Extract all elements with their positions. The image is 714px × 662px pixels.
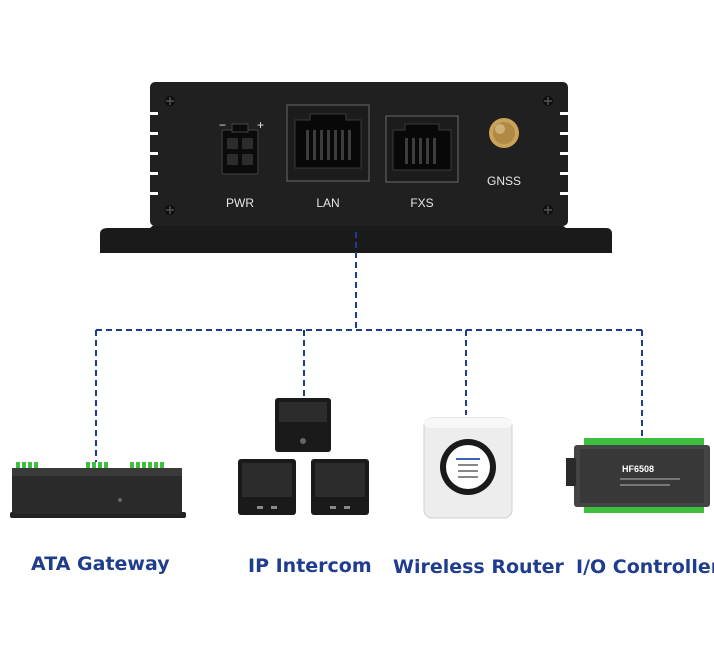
- heatsink-right: [560, 112, 568, 195]
- label-wireless-router: Wireless Router: [393, 556, 564, 578]
- gnss-label: GNSS: [487, 174, 521, 188]
- fxs-port: [385, 115, 459, 183]
- label-ip-intercom: IP Intercom: [248, 555, 372, 577]
- fxs-label: FXS: [410, 196, 433, 210]
- polarity-minus: −: [219, 118, 226, 132]
- ip-intercom-devices: [238, 398, 369, 515]
- io-controller-device: HF6508: [566, 438, 710, 513]
- lan-label: LAN: [316, 196, 339, 210]
- label-ata-gateway: ATA Gateway: [31, 553, 170, 575]
- gnss-connector: [489, 118, 519, 148]
- wireless-router-device: [423, 417, 513, 519]
- main-device: − + PWR LAN FXS: [100, 82, 612, 253]
- ata-gateway-device: [10, 462, 186, 518]
- controller-model-text: HF6508: [622, 464, 654, 474]
- polarity-plus: +: [257, 118, 264, 132]
- pwr-label: PWR: [226, 196, 254, 210]
- intercom-panel-top: [275, 398, 331, 452]
- lan-port: [286, 104, 370, 182]
- intercom-panel-right: [311, 459, 369, 515]
- heatsink-left: [150, 112, 158, 195]
- connection-lines: [95, 232, 643, 462]
- intercom-panel-left: [238, 459, 296, 515]
- power-connector: [221, 123, 259, 175]
- label-io-controller: I/O Controller: [576, 556, 714, 578]
